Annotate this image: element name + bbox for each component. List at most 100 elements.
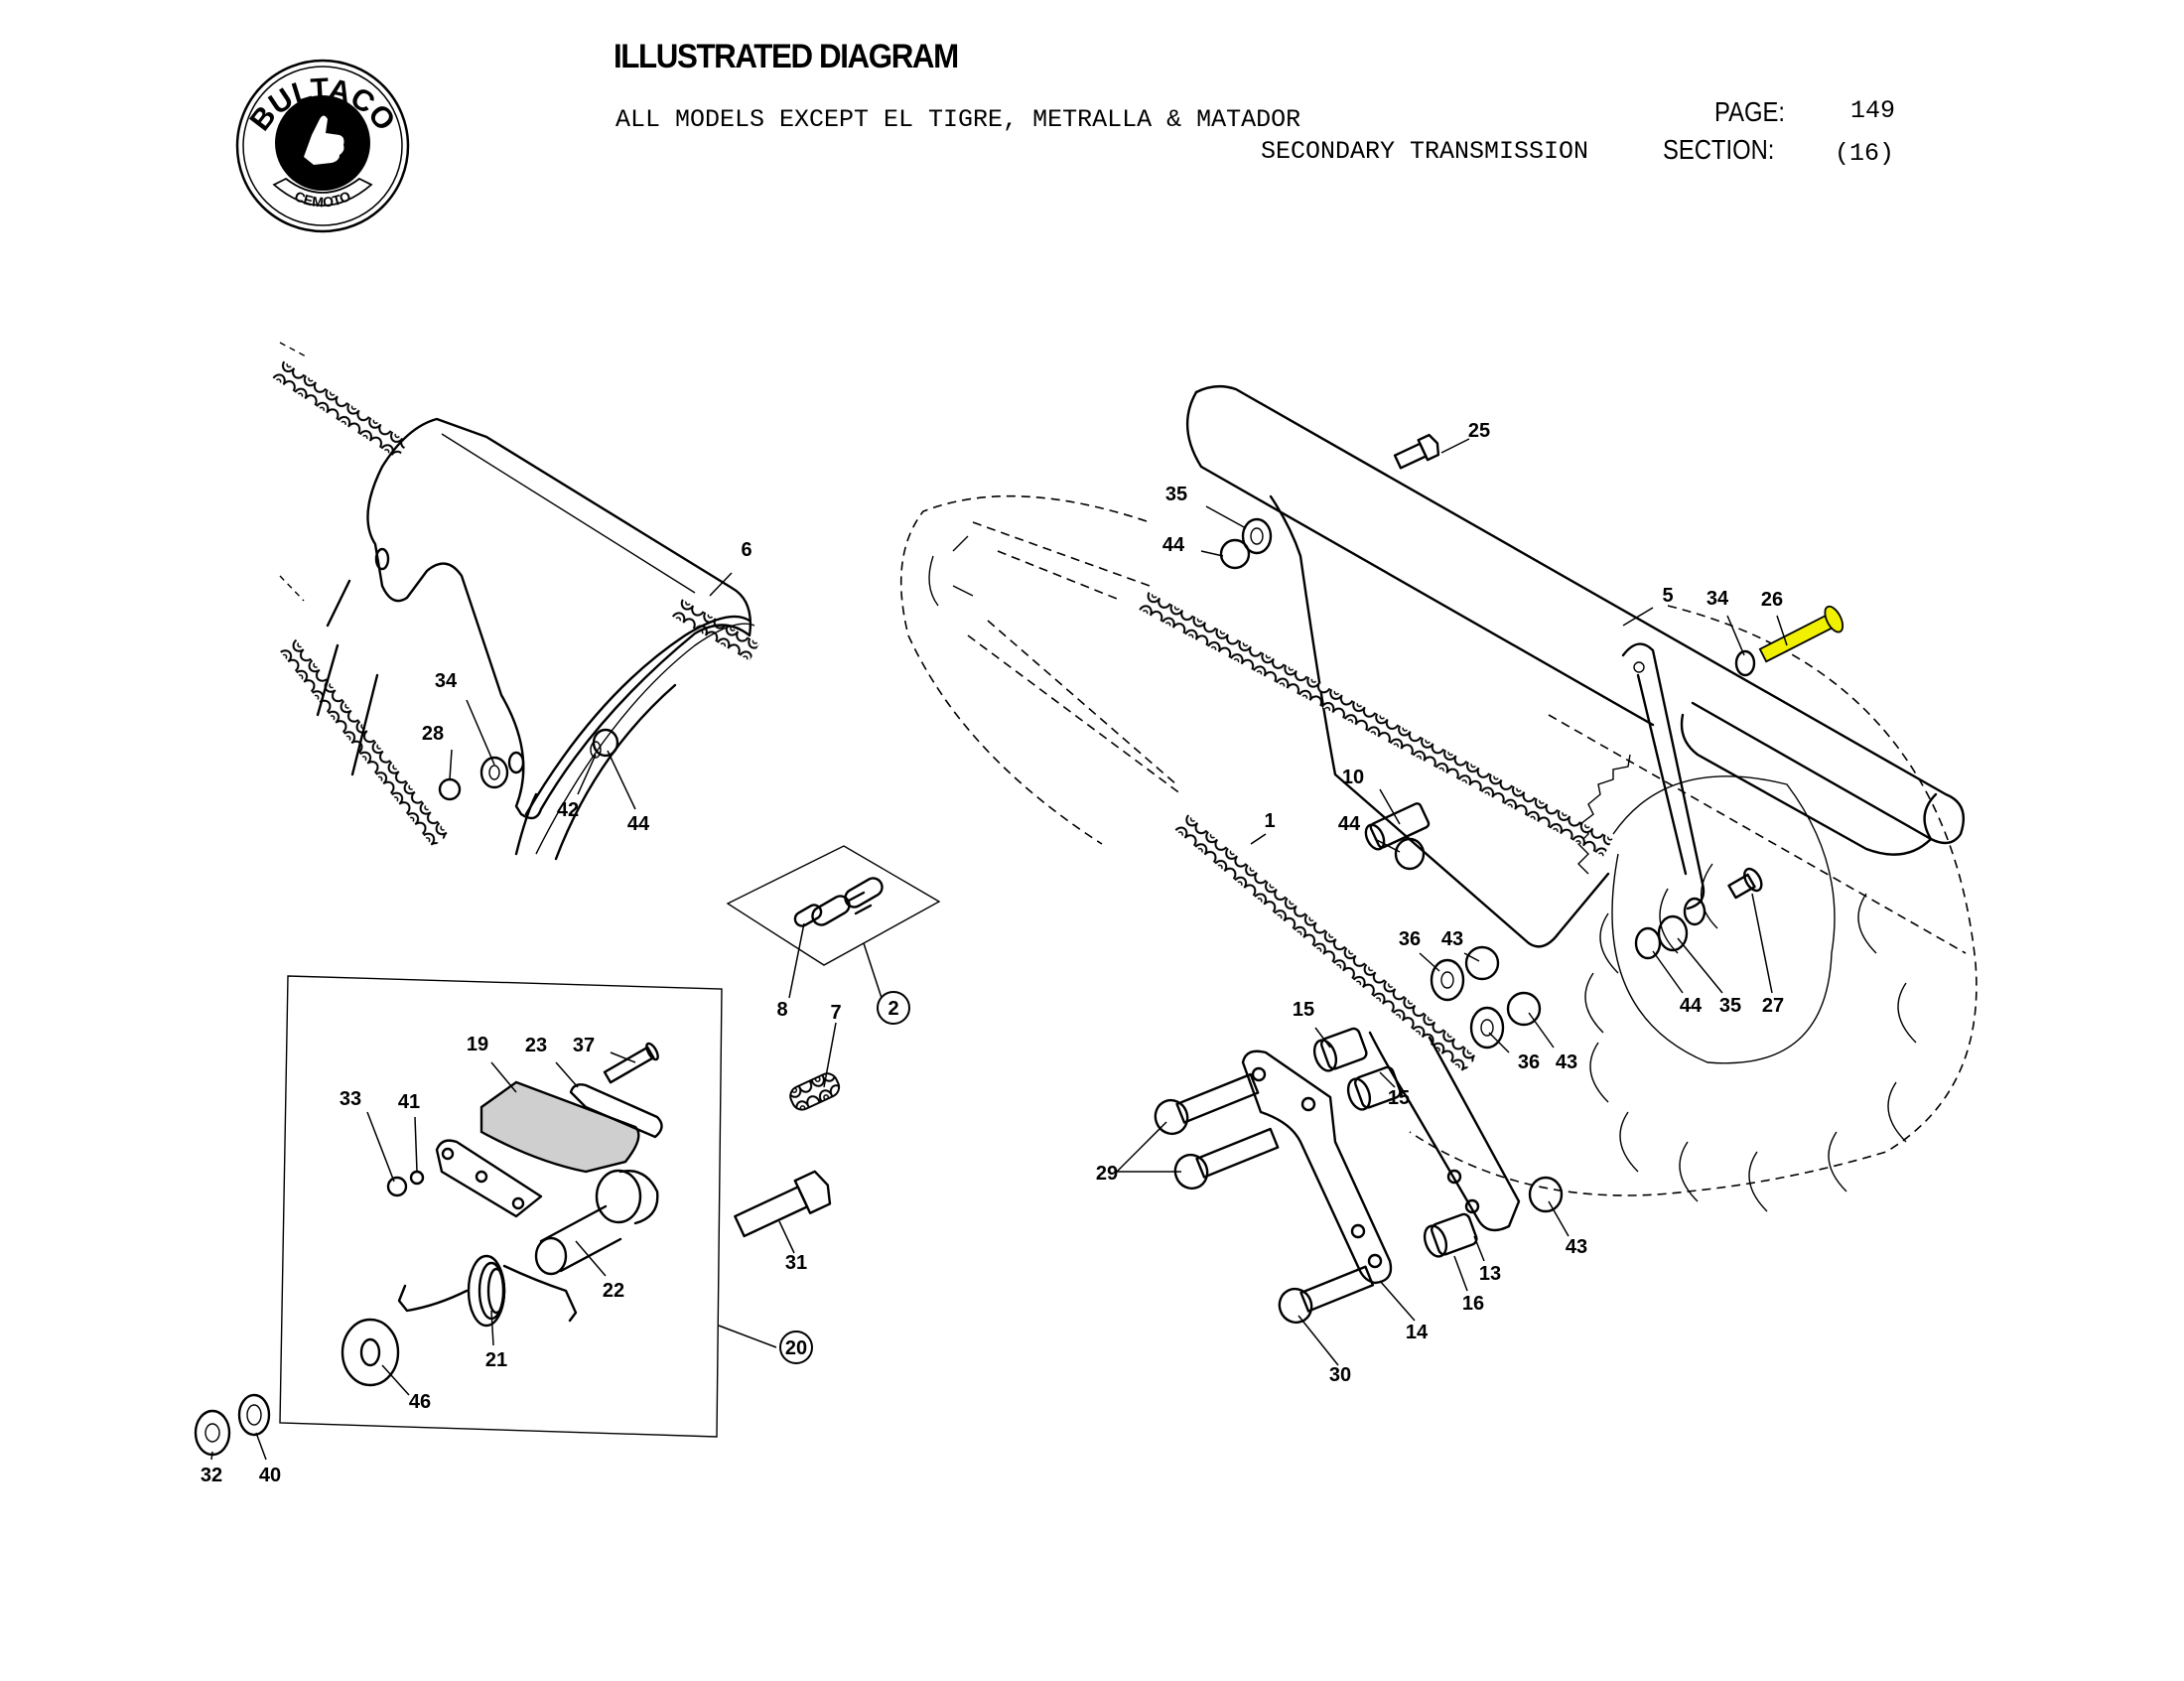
section-label: SECTION: xyxy=(1663,134,1775,165)
washer-36-b xyxy=(1469,1006,1505,1050)
part-callout-1: 1 xyxy=(1264,810,1275,832)
part-callout-28: 28 xyxy=(422,723,444,745)
washer-35-upper xyxy=(1241,517,1273,555)
leader-line-34 xyxy=(1726,615,1745,656)
part-callout-2: 2 xyxy=(887,998,898,1020)
chain-guard-detail xyxy=(272,342,759,861)
assembly-circle-20 xyxy=(779,1331,813,1364)
leader-line-43 xyxy=(1528,1012,1555,1049)
part-callout-26: 26 xyxy=(1761,589,1783,611)
master-link-7 xyxy=(789,1072,841,1111)
leader-line-31 xyxy=(778,1220,795,1254)
part-callout-41: 41 xyxy=(398,1091,420,1113)
leader-line-2 xyxy=(863,942,883,999)
leader-line-7 xyxy=(823,1022,837,1088)
part-callout-7: 7 xyxy=(830,1002,841,1024)
section-number: (16) xyxy=(1835,139,1895,168)
leader-line-8 xyxy=(788,922,805,999)
washer-35-lower xyxy=(1657,914,1689,952)
leader-line-44 xyxy=(1652,950,1684,994)
nut-44-lower xyxy=(1634,926,1662,960)
leader-line-30 xyxy=(1297,1315,1339,1366)
rear-sprocket xyxy=(1577,754,1917,1212)
chain-lower-run xyxy=(1174,814,1477,1072)
part-callout-13: 13 xyxy=(1479,1263,1501,1285)
models-subtitle: ALL MODELS EXCEPT EL TIGRE, METRALLA & M… xyxy=(615,105,1301,134)
leader-line-40 xyxy=(255,1432,267,1461)
chain-segment xyxy=(280,638,449,848)
leader-line-23 xyxy=(555,1061,579,1088)
leader-line-42 xyxy=(577,754,597,795)
washer-34-right xyxy=(1734,649,1756,677)
part-callout-32: 32 xyxy=(201,1465,222,1486)
svg-text:CEMOTO: CEMOTO xyxy=(292,188,353,210)
chain-segment xyxy=(272,360,409,460)
part-callout-35: 35 xyxy=(1165,484,1187,505)
part-callout-43: 43 xyxy=(1566,1236,1587,1258)
bolt-27 xyxy=(1727,867,1763,900)
leader-line-29 xyxy=(1116,1121,1167,1173)
leader-line-41 xyxy=(414,1116,418,1173)
part-callout-30: 30 xyxy=(1329,1364,1351,1386)
chain-loop-outline xyxy=(899,494,1978,1196)
leader-line-34 xyxy=(466,699,495,766)
nut-43-b xyxy=(1506,991,1542,1027)
leader-line-13 xyxy=(1473,1235,1485,1262)
leader-line-37 xyxy=(610,1051,636,1063)
page-title: ILLUSTRATED DIAGRAM xyxy=(614,38,959,75)
leader-line-44 xyxy=(1200,550,1224,557)
page-number: 149 xyxy=(1850,96,1896,125)
part-callout-40: 40 xyxy=(259,1465,281,1486)
part-callout-43: 43 xyxy=(1556,1051,1577,1073)
leader-line-46 xyxy=(381,1364,410,1396)
leader-line-16 xyxy=(1453,1255,1468,1292)
leader-line-28 xyxy=(449,749,453,780)
part-callout-5: 5 xyxy=(1662,585,1673,607)
part-callout-8: 8 xyxy=(776,999,787,1021)
washer-34-icon xyxy=(479,756,509,789)
tensioner-assembly xyxy=(279,975,723,1438)
bultaco-logo: BULTACO CEMOTO xyxy=(234,58,411,234)
part-callout-37: 37 xyxy=(573,1035,595,1056)
part-callout-15: 15 xyxy=(1388,1087,1410,1109)
part-callout-6: 6 xyxy=(741,539,751,561)
bolt-31 xyxy=(734,1170,832,1238)
part-callout-23: 23 xyxy=(525,1035,547,1056)
part-callout-16: 16 xyxy=(1462,1293,1484,1315)
part-callout-19: 19 xyxy=(467,1034,488,1055)
part-callout-34: 34 xyxy=(1706,588,1729,610)
part-callout-29: 29 xyxy=(1096,1163,1118,1185)
tensioner-fasteners xyxy=(194,1393,271,1457)
logo-sub-text: CEMOTO xyxy=(292,188,353,210)
leader-line-43 xyxy=(1548,1200,1570,1237)
part-callout-15: 15 xyxy=(1293,999,1314,1021)
part-callout-10: 10 xyxy=(1342,767,1364,788)
part-callout-44: 44 xyxy=(1162,534,1185,556)
assembly-circle-2 xyxy=(877,991,910,1025)
leader-line-15 xyxy=(1379,1071,1396,1088)
bolt-25 xyxy=(1393,433,1440,470)
chain-upper-run xyxy=(1139,592,1613,857)
leader-line-15 xyxy=(1314,1027,1331,1049)
callout-leaders xyxy=(210,438,1788,1461)
bolt-26-highlighted xyxy=(1758,605,1844,663)
nut-43-a xyxy=(1464,945,1500,981)
leader-line-25 xyxy=(1440,438,1470,454)
part-callout-27: 27 xyxy=(1762,995,1784,1017)
part-callout-25: 25 xyxy=(1468,420,1490,442)
leader-line-14 xyxy=(1379,1280,1416,1322)
part-callout-20: 20 xyxy=(785,1337,807,1359)
part-callout-36: 36 xyxy=(1399,928,1421,950)
part-callout-42: 42 xyxy=(557,799,579,821)
part-callout-14: 14 xyxy=(1406,1322,1429,1343)
leader-line-19 xyxy=(490,1061,517,1093)
leader-line-27 xyxy=(1751,893,1773,994)
leader-line-44 xyxy=(607,750,636,810)
leader-line-21 xyxy=(490,1310,494,1346)
bolt-28-icon xyxy=(438,777,462,801)
leader-line-36 xyxy=(1488,1032,1510,1053)
leader-line-35 xyxy=(1205,505,1247,529)
thumbs-up-icon xyxy=(304,115,344,165)
